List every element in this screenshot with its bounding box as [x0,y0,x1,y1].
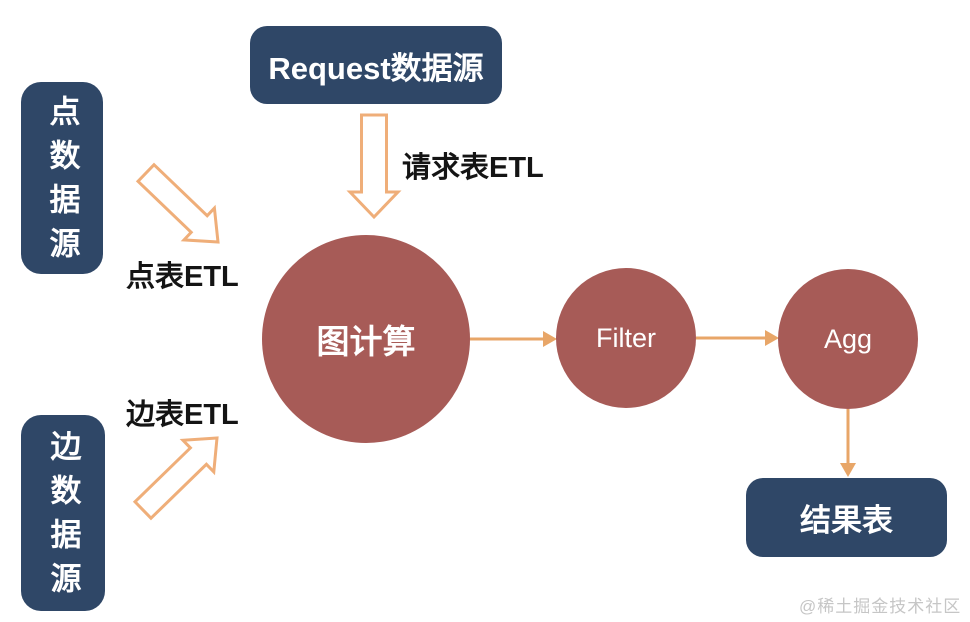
filter-to-agg-arrowhead-icon [765,330,779,346]
edge-etl-arrow-icon [132,436,219,521]
node-graph-compute: 图计算 [262,235,470,443]
watermark-text: @稀土掘金技术社区 [799,597,962,616]
compute-to-filter-arrowhead-icon [543,331,557,347]
node-edge-data-source: 边数据源 [21,415,105,611]
node-agg: Agg [778,269,918,409]
node-result-table: 结果表 [746,478,947,557]
node-filter: Filter [556,268,696,408]
node-point-data-source: 点数据源 [21,82,103,274]
request-etl-arrow-icon [346,113,402,220]
edge-label-edge-etl: 边表ETL [126,399,239,431]
agg-to-result-arrowhead-icon [840,463,856,477]
edge-label-request-etl: 请求表ETL [402,152,544,184]
point-etl-arrow-icon [135,162,220,244]
edge-label-point-etl: 点表ETL [126,261,239,293]
node-request-data-source: Request数据源 [250,26,502,104]
